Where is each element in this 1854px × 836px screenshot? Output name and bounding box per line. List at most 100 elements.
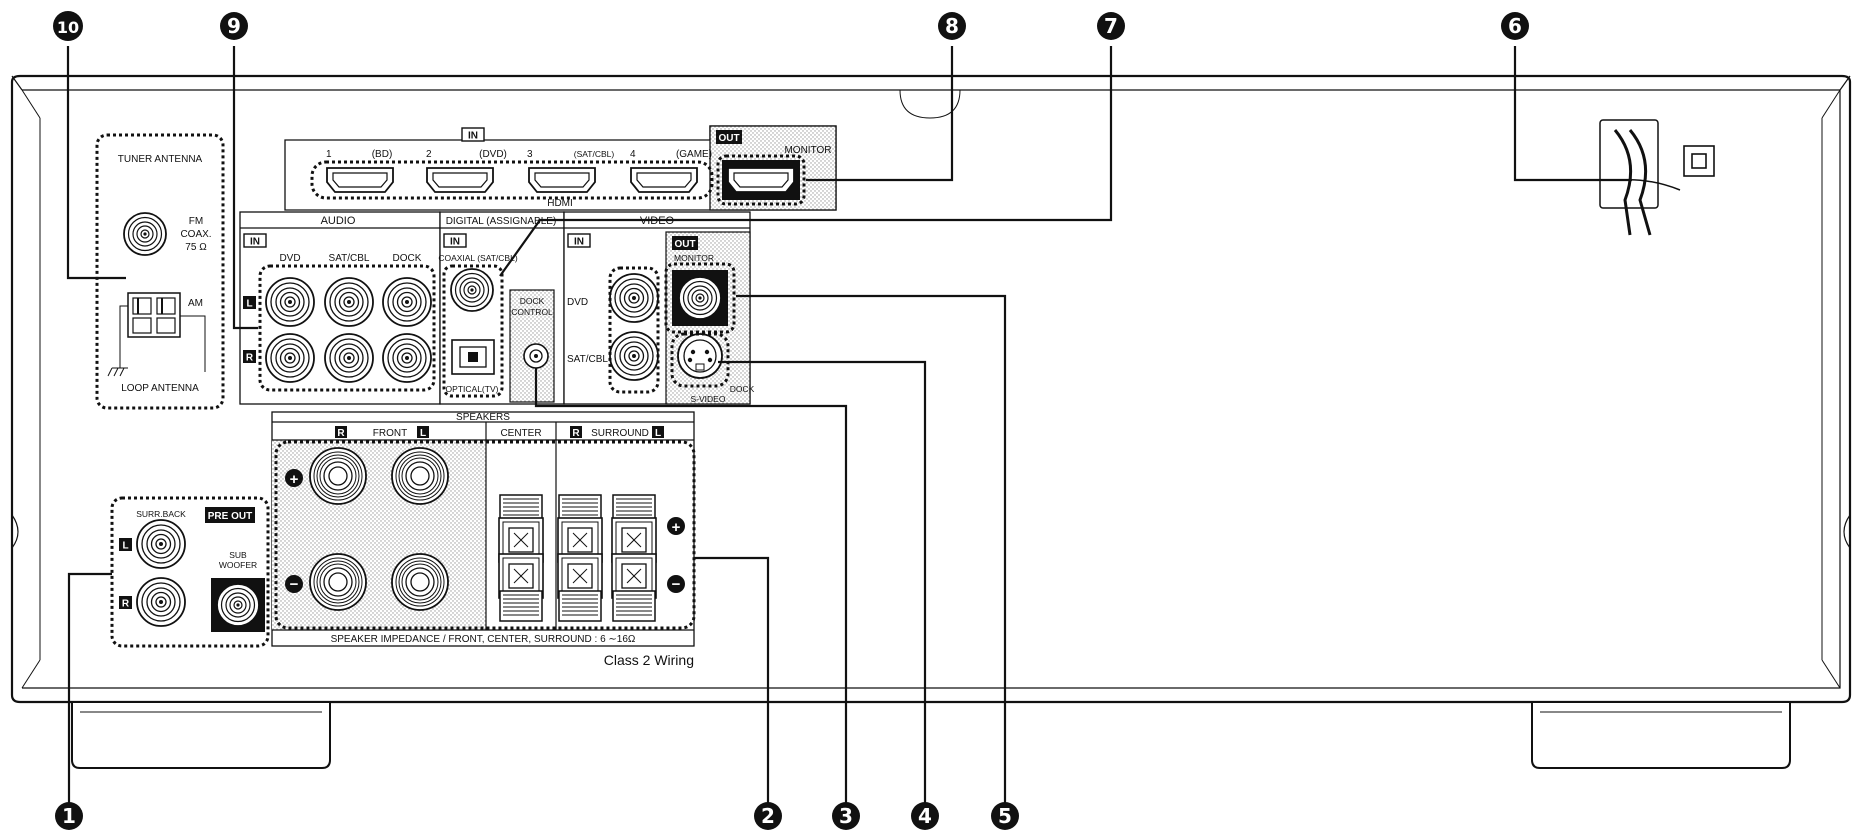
video-monitor-out-jack[interactable] [678,276,722,320]
front-l-minus-terminal[interactable] [391,553,449,611]
callout-1: 1 [55,802,83,830]
audio-col-satcbl: SAT/CBL [329,253,370,264]
surround-l-minus-grill [612,590,656,622]
hdmi-input-3-name: (SAT/CBL) [574,149,615,159]
callout-2-num: 2 [761,804,775,828]
audio-section: AUDIO IN DVD SAT/CBL DOCK L R [239,211,441,405]
callout-3: 3 [832,802,860,830]
loop-antenna-label: LOOP ANTENNA [121,383,199,394]
callout-9-num: 9 [227,14,241,38]
front-r-minus-terminal[interactable] [309,553,367,611]
surround-l-tag: L [655,428,661,439]
left-foot [71,701,331,769]
audio-col-dock: DOCK [393,253,422,264]
front-r-tag: R [337,428,345,439]
preout-r-tag: R [122,599,130,610]
callout-4: 4 [911,802,939,830]
ohm-label: 75 Ω [185,242,207,253]
hdmi-in-1-port[interactable] [326,167,394,193]
surround-minus-sign: − [672,576,681,593]
front-l-tag: L [420,428,426,439]
audio-dvd-l-jack[interactable] [265,277,315,327]
callout-5-num: 5 [998,804,1012,828]
hdmi-input-3-num: 3 [527,149,533,160]
audio-left-tag: L [246,299,252,310]
video-out-tag: OUT [674,239,695,250]
surround-label: SURROUND [591,428,649,439]
audio-dock-r-jack[interactable] [382,333,432,383]
hdmi-input-2-name: (DVD) [479,149,507,160]
preout-l-tag: L [122,541,128,552]
leader-lines [66,46,1632,805]
hdmi-input-1-num: 1 [326,149,332,160]
audio-satcbl-l-jack[interactable] [324,277,374,327]
fm-label: FM [189,216,203,227]
callout-8-num: 8 [945,14,959,38]
surr-back-label: SURR.BACK [136,509,186,519]
svideo-label: S-VIDEO [691,394,726,404]
callout-9: 9 [220,12,248,40]
center-label: CENTER [500,428,541,439]
callout-7-num: 7 [1104,14,1118,38]
video-dvd-jack[interactable] [609,273,659,323]
coaxial-label: COAXIAL (SAT/CBL) [438,253,518,263]
video-monitor-label: MONITOR [674,253,714,263]
impedance-note: SPEAKER IMPEDANCE / FRONT, CENTER, SURRO… [331,634,636,645]
hdmi-in-4-port[interactable] [630,167,698,193]
dock-control-line2: CONTROL [511,307,553,317]
callout-6: 6 [1501,12,1529,40]
tuner-title: TUNER ANTENNA [118,154,203,165]
surr-back-r-jack[interactable] [136,577,186,627]
right-foot [1531,701,1791,769]
digital-in-tag: IN [450,237,460,248]
audio-right-tag: R [246,353,254,364]
digital-optical-port[interactable] [468,352,478,362]
speakers-title: SPEAKERS [456,412,510,423]
hdmi-section: IN OUT 1 (BD) 2 (DVD) 3 (SAT/CBL) 4 (GAM… [284,125,837,211]
audio-satcbl-r-jack[interactable] [324,333,374,383]
subwoofer-jack[interactable] [216,583,260,627]
dock-control-line1: DOCK [520,296,545,306]
speakers-section: SPEAKERS R FRONT L CENTER R SURROUND L +… [271,411,696,668]
video-dvd-label: DVD [567,297,588,308]
digital-coaxial-jack[interactable] [450,268,494,312]
surr-back-l-jack[interactable] [136,519,186,569]
tuner-antenna-section: TUNER ANTENNA FM COAX. 75 Ω AM LOOP ANTE… [95,133,225,410]
video-satcbl-jack[interactable] [609,331,659,381]
video-in-tag: IN [574,237,584,248]
hdmi-in-tag: IN [468,131,478,142]
am-label: AM [188,298,203,309]
center-minus-grill [499,590,543,622]
coax-label: COAX. [180,229,211,240]
digital-section: DIGITAL (ASSIGNABLE) IN COAXIAL (SAT/CBL… [438,211,565,405]
fm-coax-jack[interactable] [123,212,167,256]
class2-wiring-note: Class 2 Wiring [604,652,694,668]
callout-2: 2 [754,802,782,830]
surround-r-minus-grill [558,590,602,622]
hdmi-out-tag: OUT [718,133,739,144]
hdmi-in-3-port[interactable] [528,167,596,193]
callout-10: 10 [53,11,83,41]
callout-1-num: 1 [62,804,76,828]
callout-10-num: 10 [57,18,79,37]
subwoofer-label-2: WOOFER [219,560,257,570]
audio-dvd-r-jack[interactable] [265,333,315,383]
callout-5: 5 [991,802,1019,830]
audio-title: AUDIO [321,215,356,227]
preout-section: PRE OUT SURR.BACK L R SUB WOOFER [110,496,270,648]
hdmi-monitor-out-port[interactable] [727,167,795,193]
front-r-plus-terminal[interactable] [309,447,367,505]
surround-r-tag: R [572,428,580,439]
hdmi-input-1-name: (BD) [372,149,393,160]
video-satcbl-label: SAT/CBL [567,354,608,365]
double-insulation-symbol [1683,145,1715,177]
video-section: VIDEO IN OUT MONITOR DVD SAT/CBL DOCK S-… [563,211,755,405]
front-label: FRONT [373,428,407,439]
hdmi-in-2-port[interactable] [426,167,494,193]
callout-3-num: 3 [839,804,853,828]
audio-dock-l-jack[interactable] [382,277,432,327]
optical-label: OPTICAL(TV) [446,384,499,394]
front-l-plus-terminal[interactable] [391,447,449,505]
